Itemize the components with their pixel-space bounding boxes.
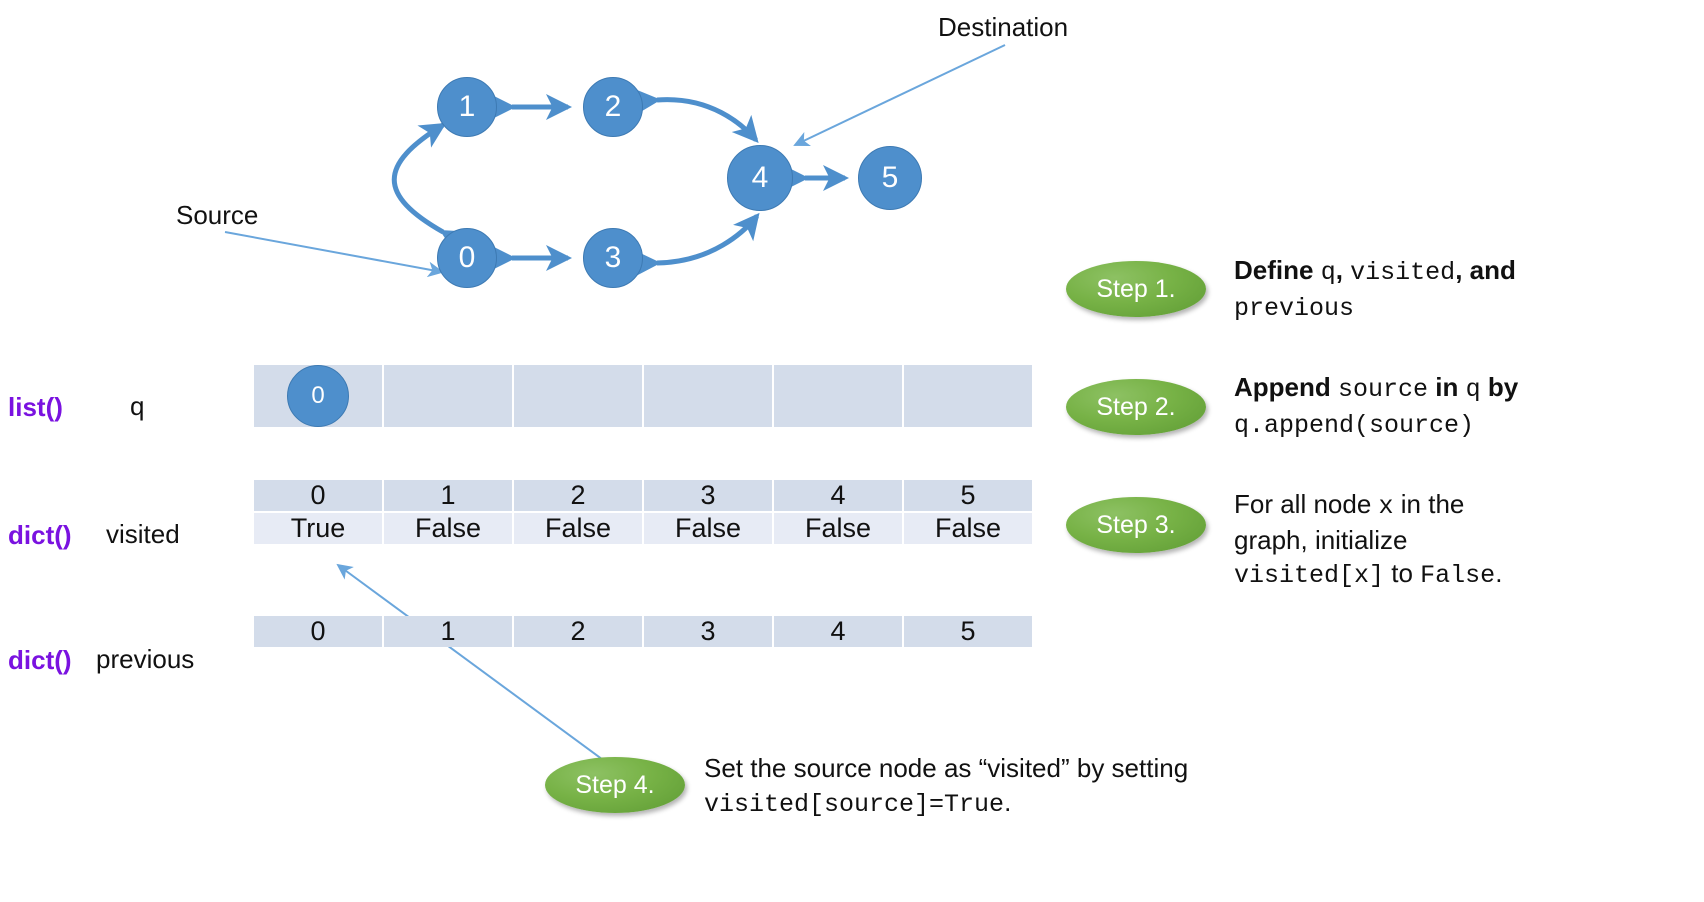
row-var-q: q (130, 391, 145, 421)
step-badge-2[interactable]: Step 2. (1066, 379, 1206, 435)
visited-value-5[interactable]: False (904, 513, 1032, 544)
q-cell-0[interactable]: 0 (254, 365, 382, 427)
visited-key-5: 5 (904, 480, 1032, 511)
table-visited: 0 1 2 3 4 5 True False False False False… (252, 478, 1034, 546)
step-badge-3[interactable]: Step 3. (1066, 497, 1206, 553)
row-type-dict-visited: dict() (8, 520, 72, 550)
graph-node-1[interactable]: 1 (437, 77, 497, 137)
visited-key-2: 2 (514, 480, 642, 511)
step-badge-4[interactable]: Step 4. (545, 757, 685, 813)
table-header-row: 0 1 2 3 4 5 (254, 480, 1032, 511)
step-badge-1[interactable]: Step 1. (1066, 261, 1206, 317)
graph-node-4[interactable]: 4 (727, 145, 793, 211)
table-row: True False False False False False (254, 513, 1032, 544)
previous-key-1: 1 (384, 616, 512, 647)
step-text-4: Set the source node as “visited” by sett… (704, 753, 1189, 819)
row-type-list: list() (8, 392, 63, 422)
graph-node-2[interactable]: 2 (583, 77, 643, 137)
row-var-visited: visited (106, 519, 180, 549)
table-row: 0 (254, 365, 1032, 427)
q-node-0: 0 (287, 365, 349, 427)
destination-label: Destination (938, 12, 1069, 42)
previous-key-0: 0 (254, 616, 382, 647)
table-header-row: 0 1 2 3 4 5 (254, 616, 1032, 647)
previous-key-4: 4 (774, 616, 902, 647)
row-type-dict-previous: dict() (8, 645, 72, 675)
visited-value-4[interactable]: False (774, 513, 902, 544)
graph-node-3[interactable]: 3 (583, 228, 643, 288)
previous-key-5: 5 (904, 616, 1032, 647)
graph-node-5[interactable]: 5 (858, 146, 922, 210)
q-cell-3[interactable] (644, 365, 772, 427)
graph-node-0[interactable]: 0 (437, 228, 497, 288)
previous-key-3: 3 (644, 616, 772, 647)
q-cell-5[interactable] (904, 365, 1032, 427)
q-cell-1[interactable] (384, 365, 512, 427)
source-label: Source (176, 200, 259, 230)
table-previous: 0 1 2 3 4 5 (252, 614, 1034, 651)
visited-value-1[interactable]: False (384, 513, 512, 544)
previous-key-2: 2 (514, 616, 642, 647)
visited-value-0[interactable]: True (254, 513, 382, 544)
q-cell-2[interactable] (514, 365, 642, 427)
row-var-previous: previous (96, 644, 195, 674)
q-cell-4[interactable] (774, 365, 902, 427)
visited-key-3: 3 (644, 480, 772, 511)
visited-value-2[interactable]: False (514, 513, 642, 544)
visited-key-1: 1 (384, 480, 512, 511)
visited-value-3[interactable]: False (644, 513, 772, 544)
visited-key-0: 0 (254, 480, 382, 511)
visited-key-4: 4 (774, 480, 902, 511)
table-q: 0 (252, 363, 1034, 429)
